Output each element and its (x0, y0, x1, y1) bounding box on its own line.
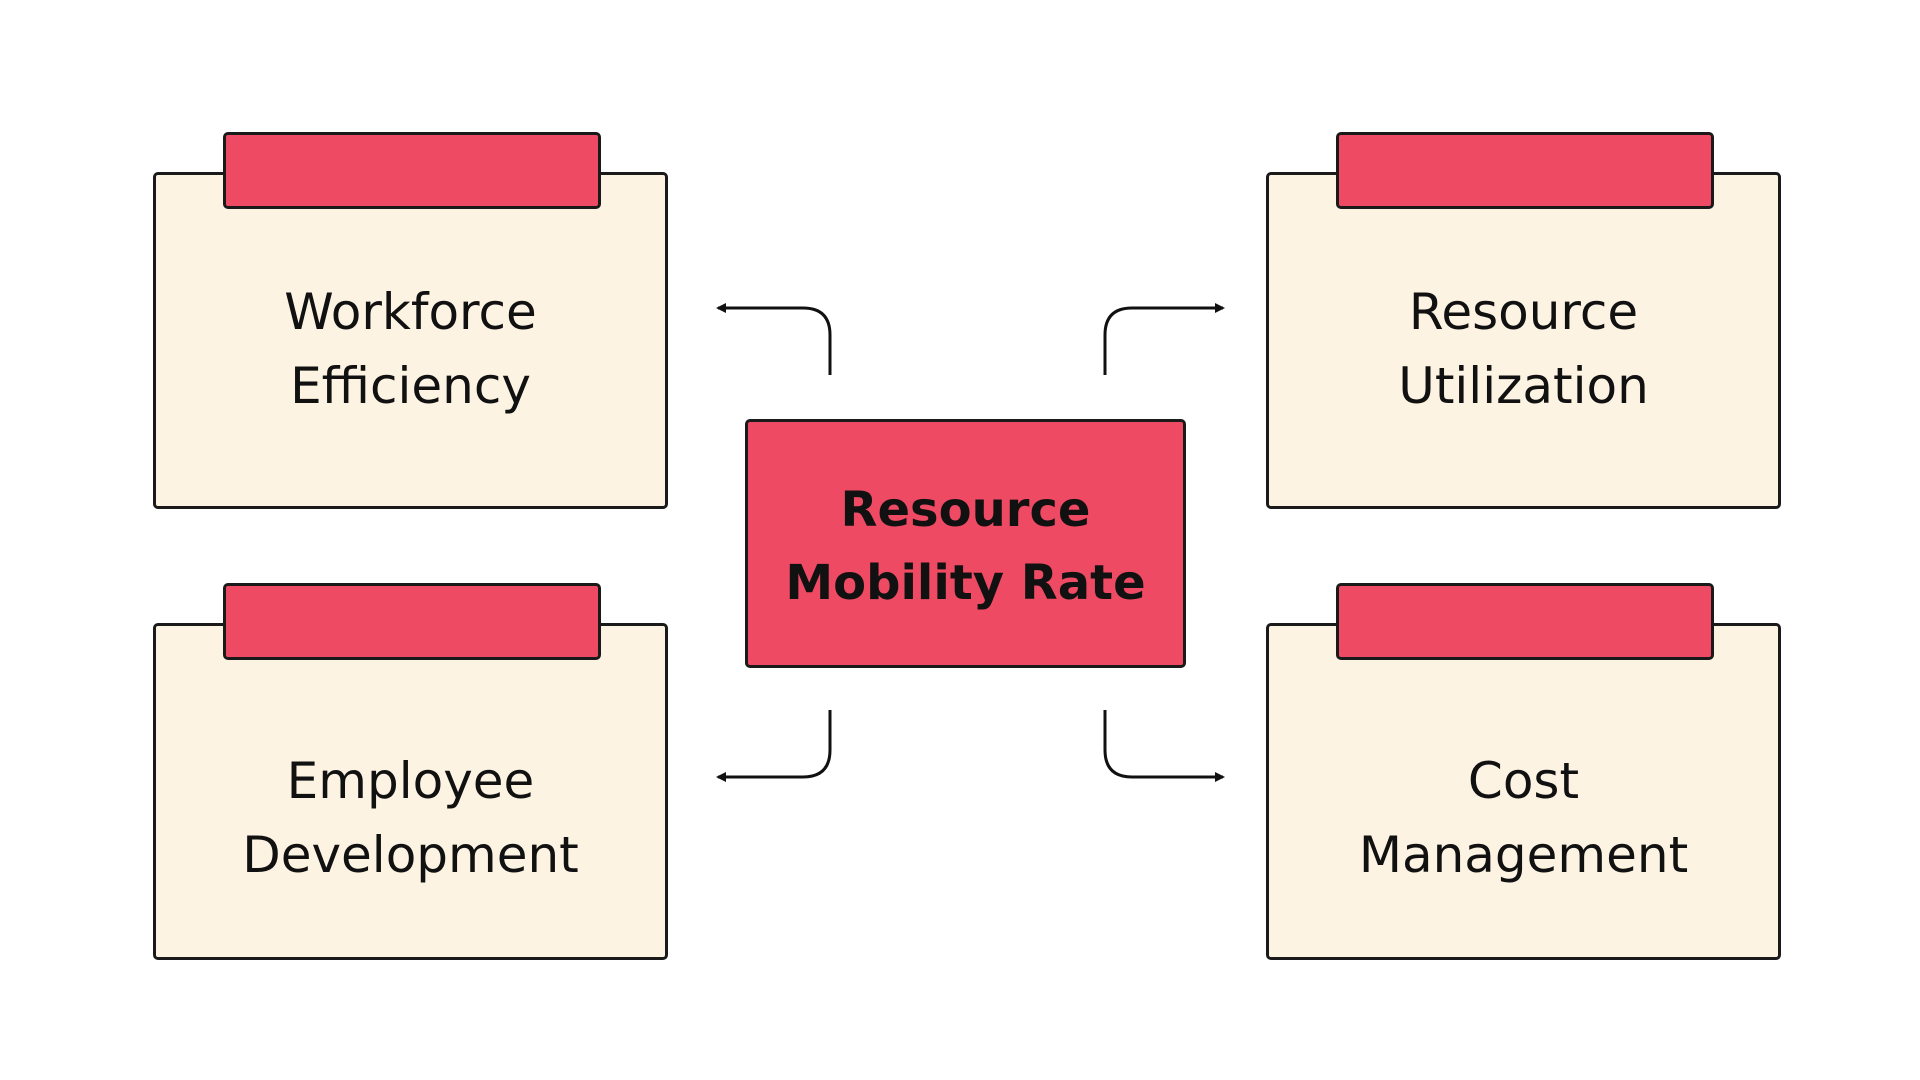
center-label-line1: Resource (840, 482, 1091, 538)
card-label-line1: Cost (1467, 752, 1580, 810)
arrow-to-employee-development (716, 710, 832, 782)
card-label: Resource Utilization (1269, 275, 1778, 423)
arrow-to-workforce-efficiency (716, 303, 832, 375)
center-label-line2: Mobility Rate (785, 555, 1146, 611)
card-label: Workforce Efficiency (156, 275, 665, 423)
card-tab (1336, 583, 1714, 660)
card-label: Employee Development (156, 744, 665, 892)
center-node-resource-mobility-rate: Resource Mobility Rate (745, 419, 1186, 668)
center-label: Resource Mobility Rate (748, 474, 1183, 620)
arrow-to-cost-management (1103, 710, 1225, 782)
card-tab (223, 132, 601, 209)
card-workforce-efficiency: Workforce Efficiency (153, 132, 668, 509)
card-label: Cost Management (1269, 744, 1778, 892)
card-tab (223, 583, 601, 660)
card-label-line2: Development (242, 826, 579, 884)
card-resource-utilization: Resource Utilization (1266, 132, 1781, 509)
card-tab (1336, 132, 1714, 209)
arrow-to-resource-utilization (1103, 303, 1225, 375)
card-label-line2: Efficiency (290, 357, 531, 415)
card-label-line2: Management (1358, 826, 1689, 884)
card-employee-development: Employee Development (153, 583, 668, 960)
card-label-line1: Resource (1408, 283, 1639, 341)
card-label-line1: Employee (286, 752, 535, 810)
card-label-line2: Utilization (1398, 357, 1649, 415)
card-cost-management: Cost Management (1266, 583, 1781, 960)
card-label-line1: Workforce (284, 283, 537, 341)
